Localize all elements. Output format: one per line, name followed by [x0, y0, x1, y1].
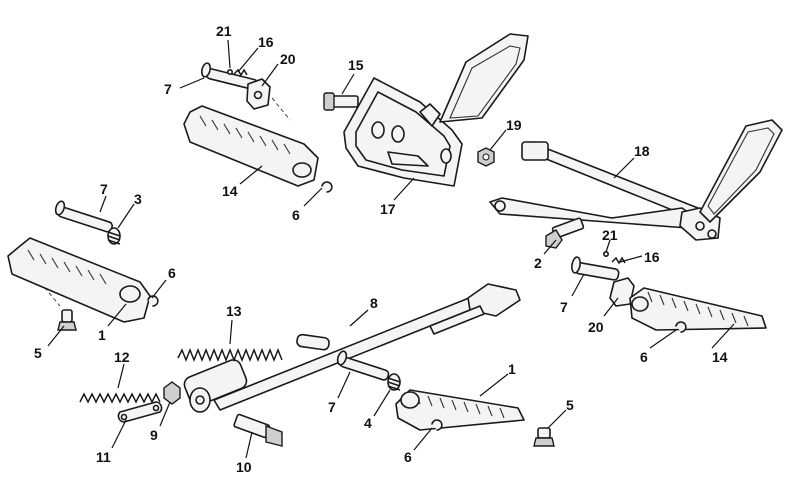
callout-18: 18: [634, 143, 650, 159]
callout-14-upper: 14: [222, 183, 238, 199]
callout-1-lower: 1: [508, 361, 516, 377]
spring-3: [107, 227, 121, 245]
footpeg-14-upper: [183, 105, 319, 187]
callout-13: 13: [226, 303, 242, 319]
link-11: [117, 401, 163, 423]
assembly-line-left: [39, 281, 61, 307]
callout-1-left: 1: [98, 327, 106, 343]
footpeg-1-left: [7, 237, 151, 323]
spring-4: [387, 373, 401, 391]
callout-12: 12: [114, 349, 130, 365]
pin-short-upper: [296, 333, 330, 351]
callout-20-right: 20: [588, 319, 604, 335]
bolt-15: [323, 92, 359, 111]
clip-6-upper: [321, 181, 333, 193]
clip-6-right: [675, 321, 687, 333]
rod-8: [183, 283, 521, 413]
nut-9: [163, 381, 181, 405]
callout-21-right: 21: [602, 227, 618, 243]
callout-7-left: 7: [100, 181, 108, 197]
footpeg-14-right: [629, 287, 767, 331]
callout-20-upper: 20: [280, 51, 296, 67]
callout-15: 15: [348, 57, 364, 73]
bolt-2: [545, 217, 585, 249]
pin-7-upper: [200, 62, 259, 91]
callout-17: 17: [380, 201, 396, 217]
clip-6-lower: [431, 419, 443, 431]
callout-5-left: 5: [34, 345, 42, 361]
spring-13: [177, 347, 283, 363]
callout-6-upper: 6: [292, 207, 300, 223]
callout-21-upper: 21: [216, 23, 232, 39]
callout-6-right: 6: [640, 349, 648, 365]
callout-10: 10: [236, 459, 252, 475]
callout-8: 8: [370, 295, 378, 311]
clip-6-left: [147, 295, 159, 307]
callout-19: 19: [506, 117, 522, 133]
pin-7-lower: [336, 350, 390, 381]
bracket-17: [343, 77, 463, 187]
pedal-18: [489, 119, 783, 241]
leader-lines: [47, 39, 735, 459]
spring-16-right: [611, 256, 626, 265]
bolt-10: [233, 413, 283, 447]
pin-7-left: [54, 200, 114, 233]
cotter-21-right: [602, 251, 609, 258]
assembly-line-upper: [271, 97, 291, 121]
spacer-20-upper: [246, 78, 271, 110]
callout-16-right: 16: [644, 249, 660, 265]
callout-6-left: 6: [168, 265, 176, 281]
callout-7-lower: 7: [328, 399, 336, 415]
callout-5-lower: 5: [566, 397, 574, 413]
callout-14-right: 14: [712, 349, 728, 365]
callout-11: 11: [96, 449, 111, 465]
callout-3: 3: [134, 191, 142, 207]
callout-7-upper: 7: [164, 81, 172, 97]
bolt-5-lower: [533, 427, 555, 447]
callout-9: 9: [150, 427, 158, 443]
cotter-21-upper: [227, 69, 234, 76]
bolt-5-left: [57, 309, 77, 331]
callout-7-right: 7: [560, 299, 568, 315]
pin-7-right: [571, 256, 620, 281]
callout-6-lower: 6: [404, 449, 412, 465]
bracket-17-plate: [439, 33, 529, 123]
callout-4: 4: [364, 415, 372, 431]
callout-16-upper: 16: [258, 34, 274, 50]
footpeg-1-lower: [395, 389, 525, 431]
spring-16-upper: [233, 68, 248, 77]
callout-2: 2: [534, 255, 542, 271]
spring-12: [79, 392, 161, 404]
